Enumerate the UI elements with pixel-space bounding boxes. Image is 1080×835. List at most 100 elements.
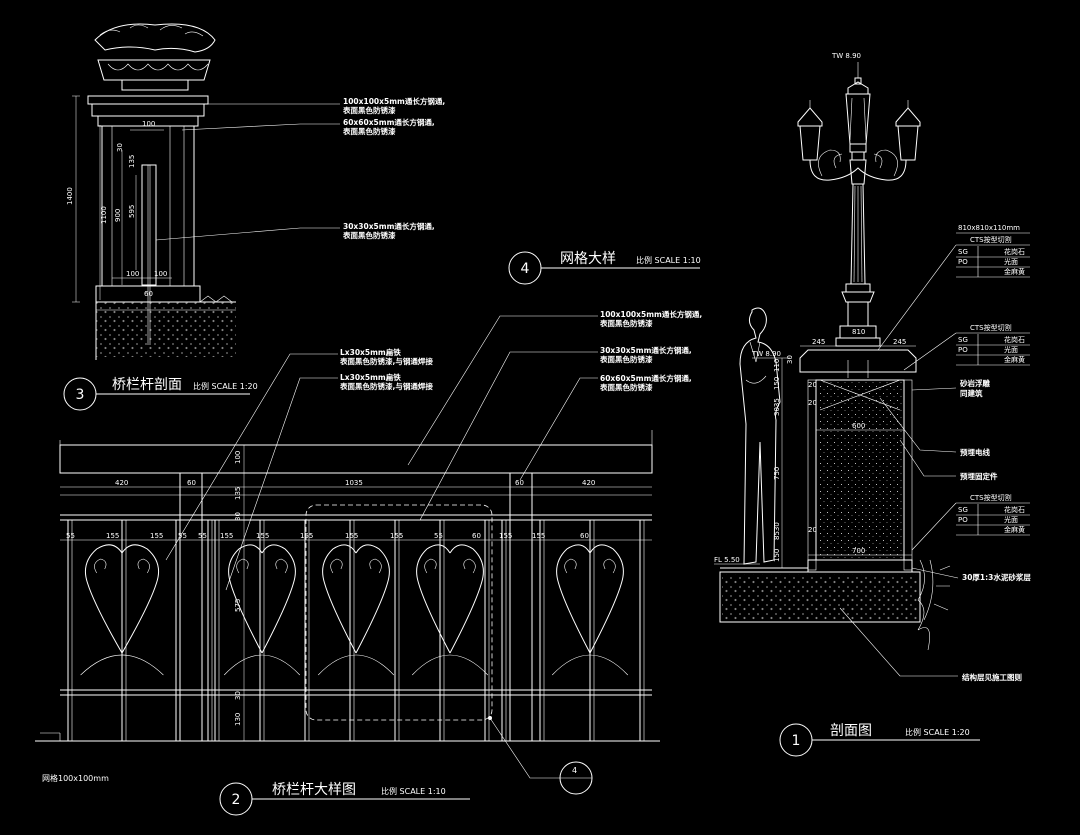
s2-note-right-3-l2: 表面黑色防锈漆 <box>600 382 653 392</box>
s3-dim-135: 135 <box>128 155 136 168</box>
cts-desc: 花岗石 <box>1004 247 1025 256</box>
scroll-curl-left <box>424 558 437 574</box>
picket-dim-label: 55 <box>434 532 443 540</box>
lower-arc <box>411 654 489 676</box>
picket-dim-label: 55 <box>66 532 75 540</box>
s3-note-2-l2: 表面黑色防锈漆 <box>343 126 396 136</box>
s1-sand: 砂岩浮雕 <box>960 378 990 388</box>
s2-dim-v30a: 30 <box>234 512 242 521</box>
s1-number: 1 <box>792 733 801 749</box>
detail-callout-box <box>305 504 493 721</box>
scroll-curl-right <box>603 558 616 574</box>
picket-dim-label: 155 <box>150 532 163 540</box>
pickets <box>67 520 645 741</box>
s1-top-elev: TW 8.90 <box>831 52 861 60</box>
s3-scale: 比例 SCALE 1:20 <box>193 381 258 391</box>
s2-dim-60a: 60 <box>187 479 196 487</box>
s1-cable: 预埋电线 <box>960 447 990 457</box>
s4-title: 网格大样 <box>560 251 616 267</box>
s1-structure: 结构层见施工图则 <box>962 672 1022 682</box>
s3-note-1-l1: 100x100x5mm通长方钢通, <box>343 96 445 106</box>
s1-dim-h20b: 20 <box>808 399 817 407</box>
s2-note-right-2-l1: 30x30x5mm通长方钢通, <box>600 345 692 355</box>
heart-scroll <box>84 544 160 654</box>
picket-dim-label: 60 <box>472 532 481 540</box>
picket-dim-label: 155 <box>345 532 358 540</box>
s2-dim-420a: 420 <box>115 479 128 487</box>
cts-desc: 光面 <box>1004 257 1018 266</box>
s1-cts2: CTS按型切割 <box>970 323 1012 332</box>
s2-note-right-1-l1: 100x100x5mm通长方钢通, <box>600 309 702 319</box>
s2-note-left-1-l2: 表面黑色防锈漆,与钢通焊接 <box>340 356 433 366</box>
s3-note-1-l2: 表面黑色防锈漆 <box>343 105 396 115</box>
lower-arc <box>551 654 629 676</box>
lamp-head-left <box>797 107 823 161</box>
scroll-curl-right <box>463 558 476 574</box>
cts-desc: 金麻黄 <box>1004 525 1025 534</box>
s1-dim-h150b: 150 <box>773 549 781 562</box>
cts-desc: 光面 <box>1004 345 1018 354</box>
heart-scroll <box>322 544 390 654</box>
s3-dim-100b: 100 <box>154 270 167 278</box>
s3-number: 3 <box>76 387 85 403</box>
s2-note-right-1-l2: 表面黑色防锈漆 <box>600 318 653 328</box>
heart-scroll <box>228 544 296 654</box>
s1-dim-245b: 245 <box>893 338 906 346</box>
cts-desc: 花岗石 <box>1004 335 1025 344</box>
s2-dim-1035: 1035 <box>345 479 363 487</box>
s1-dim-h750: 750 <box>773 467 781 480</box>
scroll-curl-left <box>94 558 107 574</box>
s3-dim-30: 30 <box>116 143 124 152</box>
s3-dim-1100: 1100 <box>100 206 108 224</box>
scroll-curl-left <box>564 558 577 574</box>
picket-dim-label: 60 <box>580 532 589 540</box>
s1-dim-245a: 245 <box>812 338 825 346</box>
s2-number: 2 <box>232 792 241 808</box>
pier-cap <box>799 349 917 373</box>
s3-title: 桥栏杆剖面 <box>112 377 182 393</box>
s1-mortar: 30厚1:3水泥砂浆层 <box>962 572 1031 582</box>
s2-dim-v135: 135 <box>234 487 242 500</box>
s1-dim-h20c: 20 <box>808 526 817 534</box>
section-3-drawing: 1400 1100 900 595 135 30 100 100 100 60 … <box>63 23 445 411</box>
s1-dim-h150: 150 <box>773 377 781 390</box>
lower-arc <box>317 654 395 676</box>
planter-bowl <box>97 59 211 81</box>
lower-arc <box>223 654 301 676</box>
s2-note-left-1-l1: Lx30x5mm扁铁 <box>340 347 401 357</box>
s1-left-elev: TW 8.90 <box>751 350 781 358</box>
scale-figure <box>739 307 781 565</box>
picket-dim-label: 155 <box>300 532 313 540</box>
s3-note-3-l2: 表面黑色防锈漆 <box>343 230 396 240</box>
post-cap <box>87 95 209 117</box>
s2-scale: 比例 SCALE 1:10 <box>381 786 446 796</box>
s3-note-3-l1: 30x30x5mm通长方钢通, <box>343 221 435 231</box>
s2-title: 桥栏杆大样图 <box>272 782 356 798</box>
picket-dim-label: 55 <box>198 532 207 540</box>
picket-dim-label: 155 <box>106 532 119 540</box>
s1-anchor: 预埋固定件 <box>960 471 998 481</box>
cts-desc: 花岗石 <box>1004 505 1025 514</box>
cts-code: SG <box>958 336 968 344</box>
scroll-curl-right <box>275 558 288 574</box>
cts-desc: 光面 <box>1004 515 1018 524</box>
s3-dim-60: 60 <box>144 290 153 298</box>
s2-dim-v100: 100 <box>234 451 242 464</box>
cts-code: PO <box>958 258 968 266</box>
s4-number: 4 <box>521 261 530 277</box>
cts-desc: 金麻黄 <box>1004 355 1025 364</box>
post-left <box>179 472 203 742</box>
s2-dim-v30b: 30 <box>234 691 242 700</box>
cts-desc: 金麻黄 <box>1004 267 1025 276</box>
s3-dim-900: 900 <box>114 209 122 222</box>
picket-dim-label: 155 <box>220 532 233 540</box>
s1-dim-700: 700 <box>852 547 865 555</box>
cts-code: PO <box>958 346 968 354</box>
lamp-head-center <box>845 93 871 145</box>
s1-title: 剖面图 <box>830 723 872 739</box>
picket-dim-label: 155 <box>390 532 403 540</box>
scroll-curl-left <box>330 558 343 574</box>
